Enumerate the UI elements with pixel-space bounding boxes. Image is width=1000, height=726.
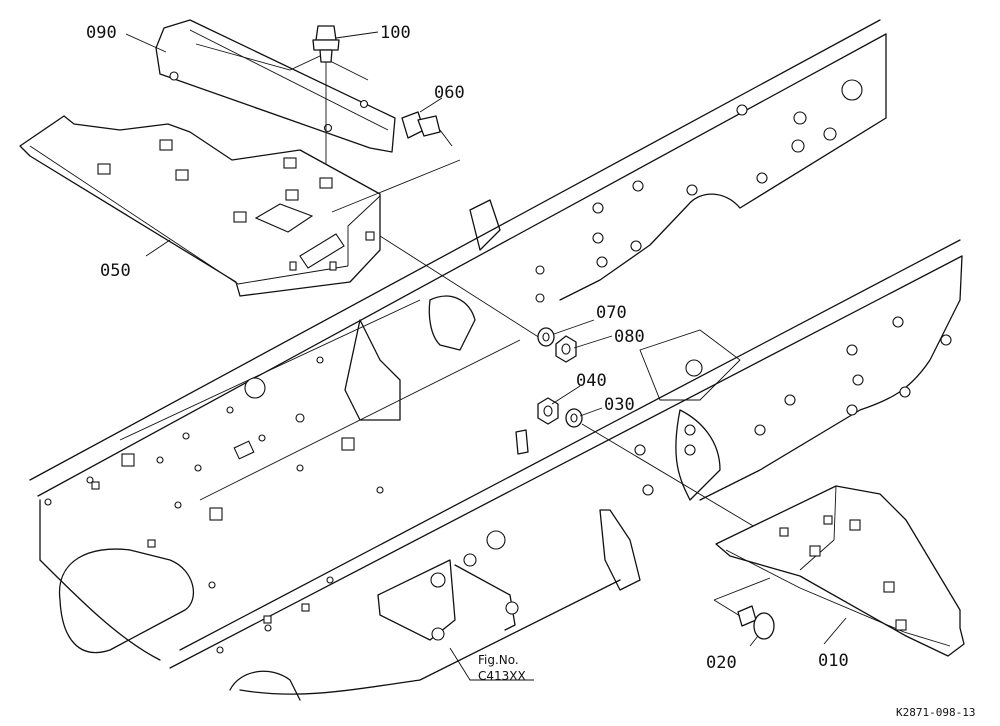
part-020-bolt: [713, 577, 775, 640]
frame: [29, 19, 963, 701]
part-080-nut: [555, 335, 577, 363]
figure-ref-label: Fig.No.: [478, 653, 519, 667]
part-070-washer: [537, 327, 555, 347]
callout-100: 100: [380, 23, 411, 43]
callout-090: 090: [86, 23, 117, 43]
figure-reference: Fig.No. C413XX: [478, 653, 526, 683]
part-030-washer: [565, 408, 761, 531]
part-040-nut: [537, 397, 559, 425]
part-010-plate: [715, 485, 965, 657]
leader-lines: [125, 31, 847, 681]
callout-labels: 090 100 060 050 070 080 040 030 020 010: [86, 23, 849, 673]
callout-010: 010: [818, 651, 849, 671]
frame-holes: [44, 79, 952, 654]
callout-050: 050: [100, 261, 131, 281]
drawing-code: K2871-098-13: [896, 706, 975, 719]
callout-020: 020: [706, 653, 737, 673]
callout-070: 070: [596, 303, 627, 323]
callout-060: 060: [434, 83, 465, 103]
figure-ref-number: C413XX: [478, 669, 526, 683]
callout-040: 040: [576, 371, 607, 391]
callout-080: 080: [614, 327, 645, 347]
part-060-bolt: [401, 111, 453, 147]
part-050-plate: [19, 115, 541, 339]
part-100-bolt: [312, 25, 340, 180]
part-090-bracket: [155, 19, 396, 153]
deck-slots: [91, 437, 355, 624]
callout-030: 030: [604, 395, 635, 415]
